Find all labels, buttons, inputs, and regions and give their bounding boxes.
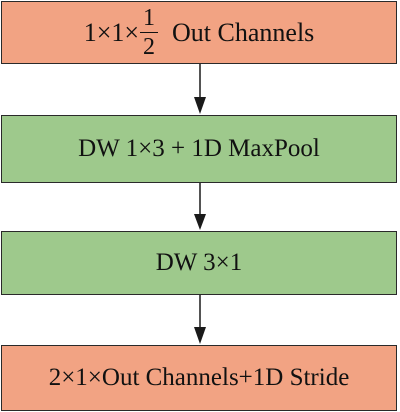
fraction-numerator: 1 <box>140 6 159 33</box>
fraction-denominator: 2 <box>143 34 156 60</box>
block-dw-1x3-maxpool: DW 1×3 + 1D MaxPool <box>1 115 397 183</box>
block-4-label: 2×1×Out Channels+1D Stride <box>48 364 350 391</box>
fraction-one-half: 1 2 <box>140 6 159 60</box>
arrow-1-to-2 <box>194 64 206 114</box>
arrow-3-to-4 <box>194 295 206 344</box>
block-pointwise-stride: 2×1×Out Channels+1D Stride <box>1 345 397 411</box>
block-3-label: DW 3×1 <box>155 249 243 276</box>
block-1-suffix: Out Channels <box>172 17 315 47</box>
block-dw-3x1: DW 3×1 <box>1 231 397 295</box>
block-pointwise-half-channels: 1×1× 1 2 Out Channels <box>1 1 397 64</box>
arrow-2-to-3 <box>194 183 206 230</box>
block-1-prefix: 1×1× <box>83 17 140 47</box>
block-2-label: DW 1×3 + 1D MaxPool <box>78 135 320 162</box>
